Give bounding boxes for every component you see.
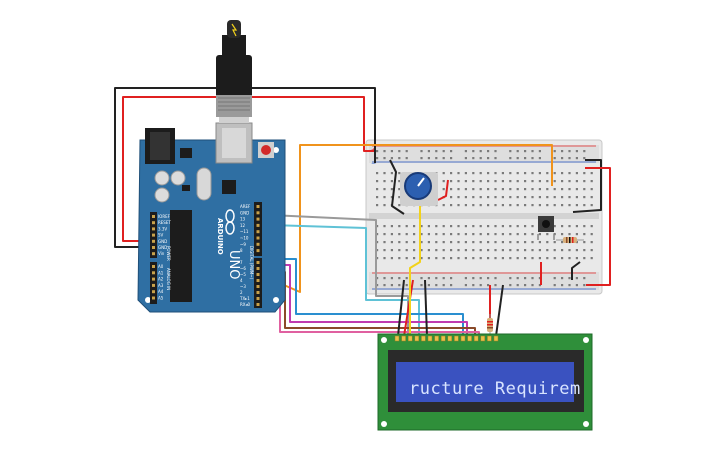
pin-label: A3 xyxy=(158,283,164,288)
wire-black-gnd[interactable] xyxy=(114,87,376,248)
resistor-icon[interactable] xyxy=(556,237,584,243)
analog-label: ANALOG IN xyxy=(166,268,171,290)
pin-labels: AREFGND1312~11~10~987~6~54~32TX▸1RX◂0IOR… xyxy=(158,204,251,307)
pin-label: AREF xyxy=(240,204,251,209)
lcd-display-text: ructure Requirem xyxy=(409,379,581,399)
pin-label: GND xyxy=(158,245,167,250)
potentiometer-icon[interactable] xyxy=(400,172,438,206)
wire-btn-black[interactable] xyxy=(571,261,581,280)
pin-label: ~10 xyxy=(240,236,249,241)
pin-label: A0 xyxy=(158,264,164,269)
atmega-chip xyxy=(170,210,192,302)
pin-label: Vin xyxy=(158,251,165,256)
usb-connector-icon xyxy=(215,122,253,164)
pin-label: 12 xyxy=(240,223,246,228)
arduino-uno[interactable]: ARDUINO UNO DIGITAL (PWM~) POWER ANALOG … xyxy=(137,20,286,313)
pin-label: A1 xyxy=(158,270,164,275)
power-label: POWER xyxy=(166,246,171,261)
pin-label: ~3 xyxy=(240,284,246,289)
arduino-model-label: UNO xyxy=(226,250,241,279)
wire-lcd-black-1[interactable] xyxy=(397,279,405,337)
wire-lcd-red-1[interactable] xyxy=(403,279,414,337)
pin-label: A2 xyxy=(158,277,164,282)
reset-button-icon[interactable] xyxy=(258,142,274,158)
lcd-16x2[interactable]: ructure Requirem xyxy=(377,333,593,431)
pin-label: ~5 xyxy=(240,272,246,277)
wire-yellow-pot[interactable] xyxy=(409,196,421,336)
usb-cable[interactable] xyxy=(216,20,252,123)
wire-pot-black[interactable] xyxy=(389,159,405,215)
capacitors xyxy=(154,170,186,203)
rail-minus-label: − xyxy=(371,160,376,167)
wire-right-black[interactable] xyxy=(572,159,602,213)
wire-right-red[interactable] xyxy=(585,167,611,286)
pin-label: ~9 xyxy=(240,242,246,247)
breadboard[interactable]: + − xyxy=(365,139,603,295)
pin-label: GND xyxy=(240,210,249,215)
pin-label: ~6 xyxy=(240,266,246,271)
pin-label: 4 xyxy=(240,278,243,283)
arduino-logo-icon xyxy=(225,209,235,235)
pin-label: 13 xyxy=(240,217,246,222)
lcd-pin-header xyxy=(394,335,499,342)
wire-lcd-black-2[interactable] xyxy=(424,279,428,337)
pin-label: TX▸1 xyxy=(239,296,250,301)
pin-label: 5V xyxy=(158,233,164,238)
wire-pot-red[interactable] xyxy=(437,179,449,201)
pin-label: ~11 xyxy=(240,229,249,234)
digital-label: DIGITAL (PWM~) xyxy=(249,246,254,280)
pin-label: A4 xyxy=(158,289,164,294)
dc-jack-icon xyxy=(145,128,175,164)
pin-label: A5 xyxy=(158,296,164,301)
pin-label: 3.3V xyxy=(158,226,167,231)
pin-label: RESET xyxy=(158,220,171,225)
pin-label: GND xyxy=(158,239,167,244)
pin-label: 7 xyxy=(240,260,243,265)
wire-lcd-black-3[interactable] xyxy=(495,284,504,337)
pin-label: IOREF xyxy=(158,214,171,219)
pin-label: 2 xyxy=(240,290,243,295)
pin-label: 8 xyxy=(240,248,243,253)
wire-cyan[interactable] xyxy=(269,224,420,336)
arduino-brand-label: ARDUINO xyxy=(216,218,224,255)
pushbutton-icon[interactable] xyxy=(537,216,555,240)
pin-label: RX◂0 xyxy=(240,302,251,307)
